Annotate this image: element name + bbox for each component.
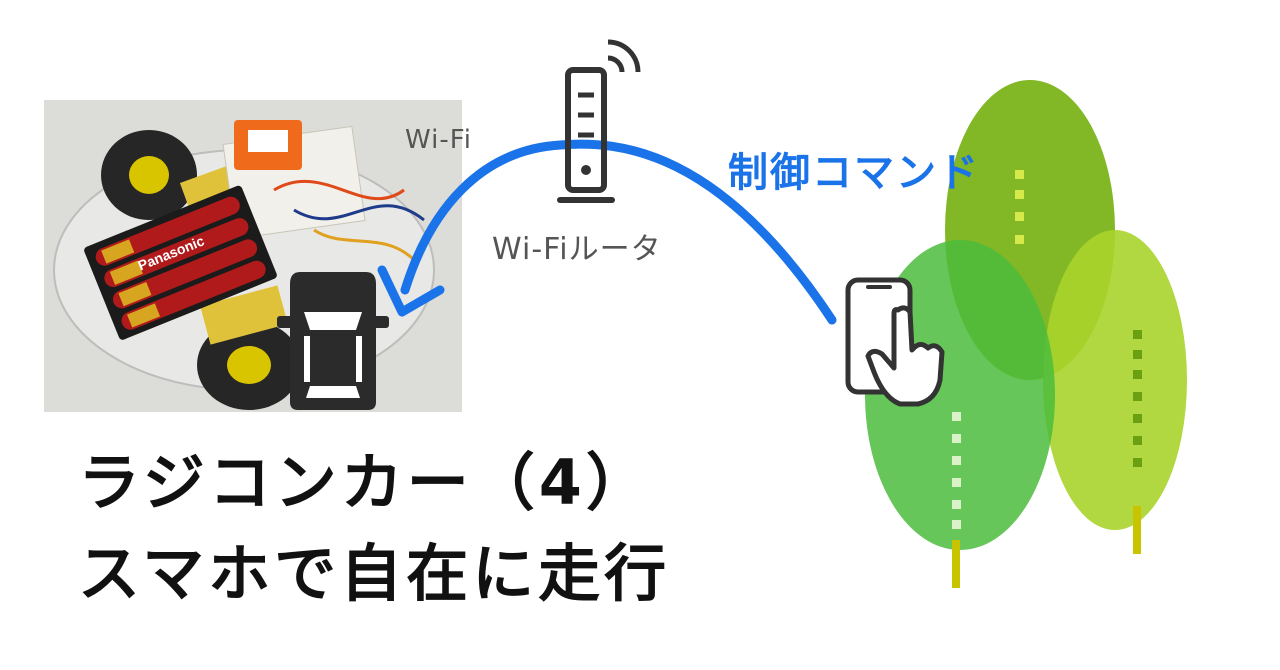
- title-line-1: ラジコンカー（4）: [78, 446, 652, 519]
- trees-decoration: [865, 80, 1187, 588]
- title-line-2: スマホで自在に走行: [78, 537, 671, 610]
- smartphone-tap-icon: [845, 277, 945, 407]
- control-command-label: 制御コマンド: [728, 150, 980, 196]
- arrow-head: [377, 265, 445, 317]
- wifi-label: Wi-Fi: [405, 125, 473, 155]
- car-icon: [277, 272, 389, 410]
- router-label: Wi-Fiルータ: [492, 232, 662, 267]
- router-icon: [557, 39, 641, 203]
